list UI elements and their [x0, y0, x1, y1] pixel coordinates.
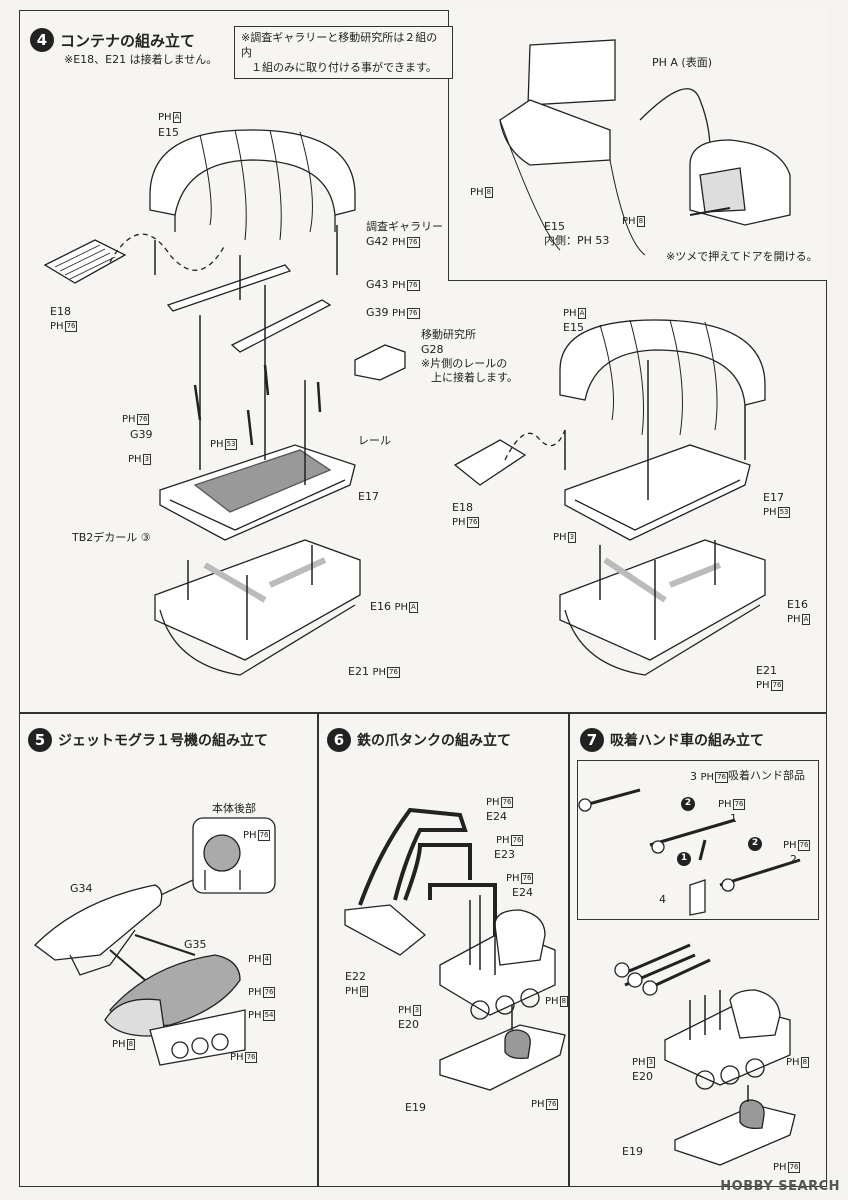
step4-title-text: コンテナの組み立て	[60, 31, 196, 50]
step6-title: 6 鉄の爪タンクの組み立て	[327, 728, 511, 752]
label-e24-low: E24	[512, 886, 533, 899]
step5-title-text: ジェットモグラ１号機の組み立て	[58, 733, 268, 749]
step7-number: 7	[580, 728, 604, 752]
label-s7-circle2-a: 2	[681, 795, 695, 811]
label-hand-parts: 吸着ハンド部品	[728, 769, 805, 782]
label-door-note: ※ツメで押えてドアを開ける。	[666, 250, 818, 263]
label-s7-1: 1	[730, 812, 737, 825]
hobby-search-watermark: HOBBY SEARCH	[720, 1179, 840, 1194]
label-s7-4: 4	[659, 893, 666, 906]
step6-title-text: 鉄の爪タンクの組み立て	[357, 733, 511, 749]
label-rear: 本体後部	[212, 802, 256, 815]
label-gallery: 調査ギャラリー	[366, 220, 443, 233]
label-e19-s7: E19	[622, 1145, 643, 1158]
step6-number: 6	[327, 728, 351, 752]
label-g39: G39	[130, 428, 153, 441]
label-e18-left: E18	[50, 305, 71, 318]
label-s7-circle1: 1	[677, 850, 691, 866]
label-e15: E15	[158, 126, 179, 139]
label-e22: E22	[345, 970, 366, 983]
notice-line-1: ※調査ギャラリーと移動研究所は２組の内	[241, 31, 438, 59]
label-g34: G34	[70, 882, 93, 895]
label-right-e18: E18	[452, 501, 473, 514]
label-g28: G28	[421, 343, 444, 356]
label-s7-2: 2	[790, 853, 797, 866]
step7-title: 7 吸着ハンド車の組み立て	[580, 728, 764, 752]
label-lab-note-2: 上に接着します。	[431, 371, 518, 384]
label-e24-top: E24	[486, 810, 507, 823]
step7-title-text: 吸着ハンド車の組み立て	[610, 733, 764, 749]
label-s7-circle2-b: 2	[748, 835, 762, 851]
label-rail: レール	[358, 434, 391, 447]
step4-title: 4 コンテナの組み立て	[30, 28, 195, 52]
step5-number: 5	[28, 728, 52, 752]
label-inset-e15: E15	[544, 220, 565, 233]
step4-number: 4	[30, 28, 54, 52]
label-inset-ph-a: PH A (表面)	[652, 56, 713, 69]
step4-notice-box: ※調査ギャラリーと移動研究所は２組の内 １組のみに取り付ける事ができます。	[234, 26, 453, 79]
label-right-e17: E17	[763, 491, 784, 504]
notice-line-2: １組のみに取り付ける事ができます。	[251, 61, 437, 74]
step5-title: 5 ジェットモグラ１号機の組み立て	[28, 728, 268, 752]
label-e20-s7: E20	[632, 1070, 653, 1083]
label-e19-s6: E19	[405, 1101, 426, 1114]
label-lab-note-1: ※片側のレールの	[421, 357, 508, 370]
label-e23: E23	[494, 848, 515, 861]
label-right-e16: E16	[787, 598, 808, 611]
label-right-e21: E21	[756, 664, 777, 677]
label-right-e15: E15	[563, 321, 584, 334]
label-lab: 移動研究所	[421, 328, 476, 341]
label-g35: G35	[184, 938, 207, 951]
label-e20-s6: E20	[398, 1018, 419, 1031]
step4-note: ※E18、E21 は接着しません。	[64, 53, 218, 66]
label-inset-e15-inside: 内側：PH 53	[544, 234, 610, 247]
label-decal: TB2デカール ③	[72, 531, 151, 544]
label-e17-left: E17	[358, 490, 379, 503]
